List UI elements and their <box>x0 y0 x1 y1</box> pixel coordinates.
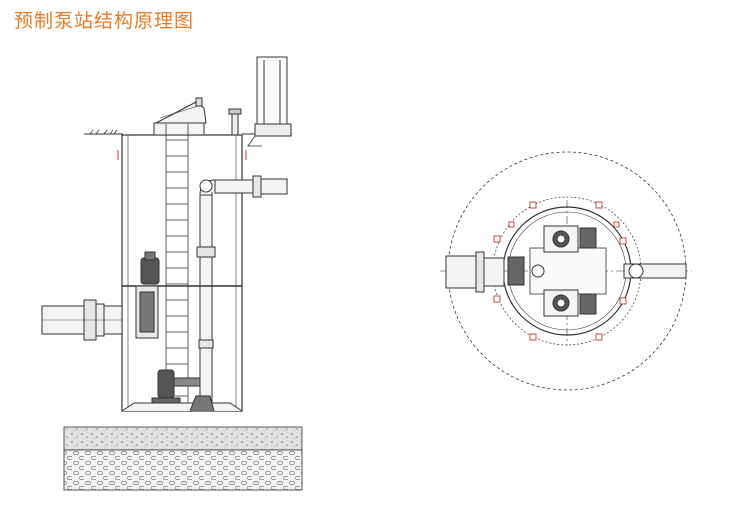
inlet-pipe <box>41 299 123 341</box>
plan-outlet-pipe <box>623 263 687 279</box>
gravel-pad <box>63 426 303 451</box>
strainer-basket <box>507 256 525 286</box>
tank-base <box>121 395 243 412</box>
plan-pump-top <box>543 225 597 253</box>
access-ladder <box>165 124 189 404</box>
plan-pump-bottom <box>543 289 597 317</box>
page-title: 预制泵站结构原理图 <box>14 10 195 32</box>
pump-motor <box>135 251 160 339</box>
soil-foundation <box>63 449 303 491</box>
section-view <box>41 56 303 491</box>
plan-view <box>440 151 692 391</box>
submersible-pump <box>151 369 201 407</box>
plan-inlet-pipe <box>445 251 505 293</box>
tank-shell <box>121 134 243 412</box>
tank-cover <box>153 97 207 136</box>
control-column <box>228 56 292 147</box>
plan-bolt-markers <box>493 201 627 341</box>
